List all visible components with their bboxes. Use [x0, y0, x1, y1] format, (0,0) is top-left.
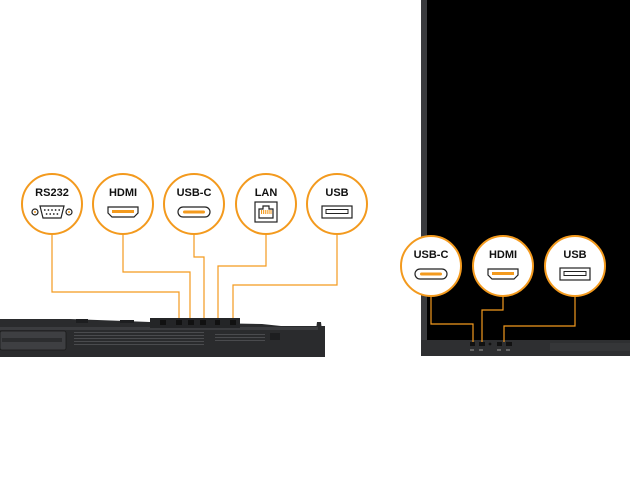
hdmi-port-icon [487, 268, 519, 280]
usb-a-port-icon [559, 267, 591, 281]
device-edge-highlight [0, 327, 318, 330]
connector-line [503, 296, 576, 342]
port-label: USB-C [414, 249, 449, 261]
port-label: HDMI [109, 187, 137, 199]
connector-line [481, 296, 504, 342]
usb-c-port-icon [177, 206, 211, 218]
serial-db9-icon [31, 205, 73, 219]
port-label: HDMI [489, 249, 517, 261]
callout-ring [306, 173, 368, 235]
callout-ring [544, 235, 606, 297]
display-bottom-view [0, 318, 325, 357]
callout-rs232: RS232 [21, 173, 83, 235]
port-label: USB [325, 187, 348, 199]
port-label: USB-C [177, 187, 212, 199]
vent-grid [74, 332, 265, 345]
callout-ring [400, 235, 462, 297]
speaker-grille [550, 343, 630, 351]
usb-c-port-icon [414, 268, 448, 280]
hdmi-port-icon [107, 206, 139, 218]
display-front-view [421, 0, 630, 356]
ethernet-port-icon [254, 201, 278, 223]
connector-line [217, 234, 267, 318]
callout-ring [472, 235, 534, 297]
callout-hdmi: HDMI [92, 173, 154, 235]
port-label: LAN [255, 187, 278, 199]
connector-line [122, 234, 191, 318]
callout-usb-c: USB-C [163, 173, 225, 235]
front-panel-callouts: USB-C HDMI USB [400, 235, 606, 297]
bottom-panel-callouts: RS232 HDMI USB-C LAN USB [21, 173, 368, 235]
display-screen [427, 0, 630, 340]
callout-hdmi: HDMI [472, 235, 534, 297]
connector-line [193, 234, 205, 318]
port-label: USB [563, 249, 586, 261]
callout-ring [163, 173, 225, 235]
callout-ring [92, 173, 154, 235]
connector-line [430, 296, 474, 342]
callout-usb: USB [306, 173, 368, 235]
callout-lan: LAN [235, 173, 297, 235]
bottom-port-strip [150, 318, 240, 328]
port-label: RS232 [35, 187, 69, 199]
callout-ring [21, 173, 83, 235]
connector-lines [51, 234, 576, 342]
connector-line [232, 234, 338, 318]
front-port-cluster [470, 342, 512, 351]
usb-a-port-icon [321, 205, 353, 219]
callout-usb-c: USB-C [400, 235, 462, 297]
callout-usb: USB [544, 235, 606, 297]
device-notch [270, 333, 280, 340]
callout-ring [235, 173, 297, 235]
connector-line [51, 234, 180, 318]
